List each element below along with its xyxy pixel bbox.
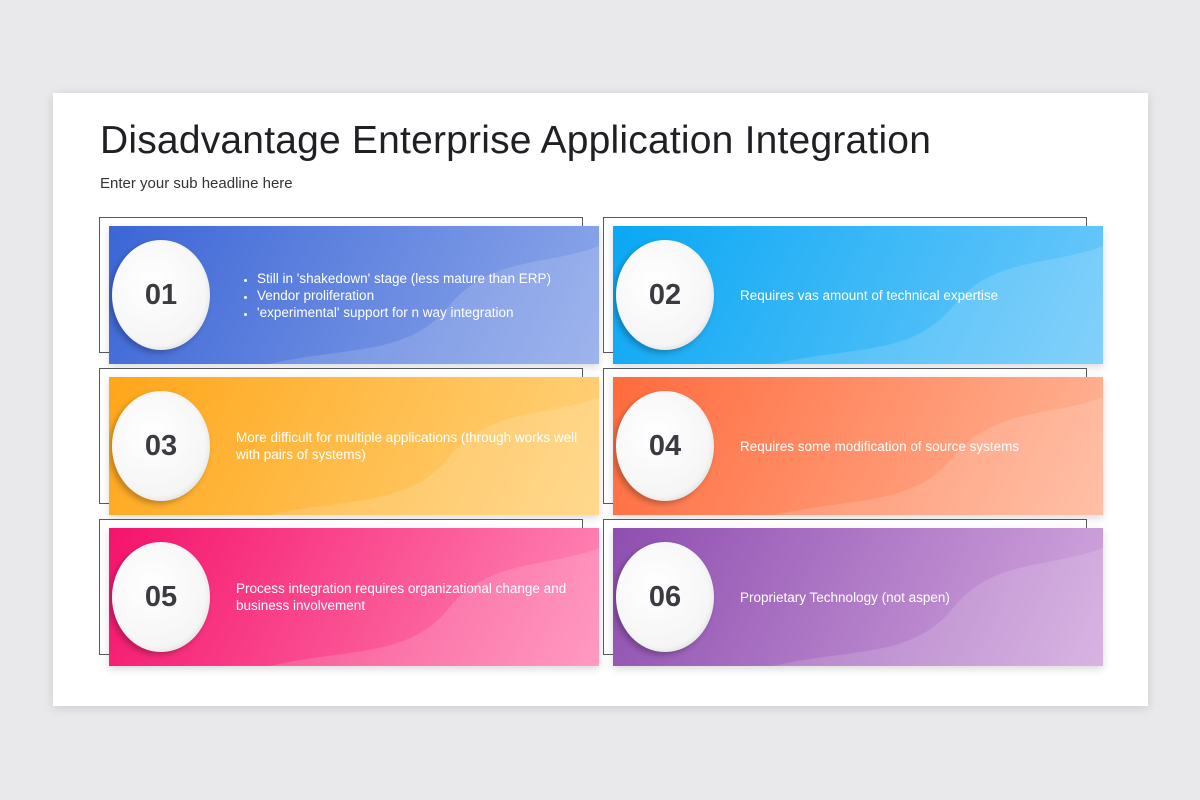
card-body: 06 Proprietary Technology (not aspen) xyxy=(613,528,1103,666)
decorative-wave xyxy=(773,246,1103,364)
number-circle: 02 xyxy=(616,240,714,350)
slide: Disadvantage Enterprise Application Inte… xyxy=(53,93,1148,706)
card-number: 03 xyxy=(144,429,178,462)
card-06: 06 Proprietary Technology (not aspen) xyxy=(603,519,1103,666)
number-circle: 04 xyxy=(616,391,714,501)
bullet-list: Still in 'shakedown' stage (less mature … xyxy=(236,270,585,321)
card-text-content: Process integration requires organizatio… xyxy=(236,581,567,613)
card-body: 04 Requires some modification of source … xyxy=(613,377,1103,515)
number-circle: 03 xyxy=(112,391,210,501)
card-number: 01 xyxy=(144,278,178,311)
card-number: 05 xyxy=(144,580,178,613)
card-body: 05 Process integration requires organiza… xyxy=(109,528,599,666)
bullet-item: 'experimental' support for n way integra… xyxy=(256,304,585,321)
card-body: 03 More difficult for multiple applicati… xyxy=(109,377,599,515)
card-number: 04 xyxy=(648,429,682,462)
card-text: More difficult for multiple applications… xyxy=(236,377,585,515)
card-body: 02 Requires vas amount of technical expe… xyxy=(613,226,1103,364)
card-text: Requires some modification of source sys… xyxy=(740,377,1089,515)
decorative-wave xyxy=(773,397,1103,515)
decorative-wave xyxy=(269,397,599,515)
decorative-wave xyxy=(269,548,599,666)
card-text: Still in 'shakedown' stage (less mature … xyxy=(236,226,585,364)
card-02: 02 Requires vas amount of technical expe… xyxy=(603,217,1103,364)
card-text: Proprietary Technology (not aspen) xyxy=(740,528,1089,666)
number-circle: 06 xyxy=(616,542,714,652)
number-circle: 01 xyxy=(112,240,210,350)
card-text-content: Requires some modification of source sys… xyxy=(740,438,1020,454)
card-number: 06 xyxy=(648,580,682,613)
card-04: 04 Requires some modification of source … xyxy=(603,368,1103,515)
card-body: 01 Still in 'shakedown' stage (less matu… xyxy=(109,226,599,364)
card-text-content: More difficult for multiple applications… xyxy=(236,430,578,462)
card-05: 05 Process integration requires organiza… xyxy=(99,519,599,666)
slide-subtitle: Enter your sub headline here xyxy=(100,175,293,192)
bullet-item: Vendor proliferation xyxy=(256,287,585,304)
number-circle: 05 xyxy=(112,542,210,652)
card-03: 03 More difficult for multiple applicati… xyxy=(99,368,599,515)
slide-title: Disadvantage Enterprise Application Inte… xyxy=(100,119,932,162)
card-text: Process integration requires organizatio… xyxy=(236,528,585,666)
card-text-content: Proprietary Technology (not aspen) xyxy=(740,589,950,605)
decorative-wave xyxy=(269,246,599,364)
card-text: Requires vas amount of technical experti… xyxy=(740,226,1089,364)
card-01: 01 Still in 'shakedown' stage (less matu… xyxy=(99,217,599,364)
card-number: 02 xyxy=(648,278,682,311)
decorative-wave xyxy=(773,548,1103,666)
bullet-item: Still in 'shakedown' stage (less mature … xyxy=(256,270,585,287)
card-text-content: Requires vas amount of technical experti… xyxy=(740,287,999,303)
